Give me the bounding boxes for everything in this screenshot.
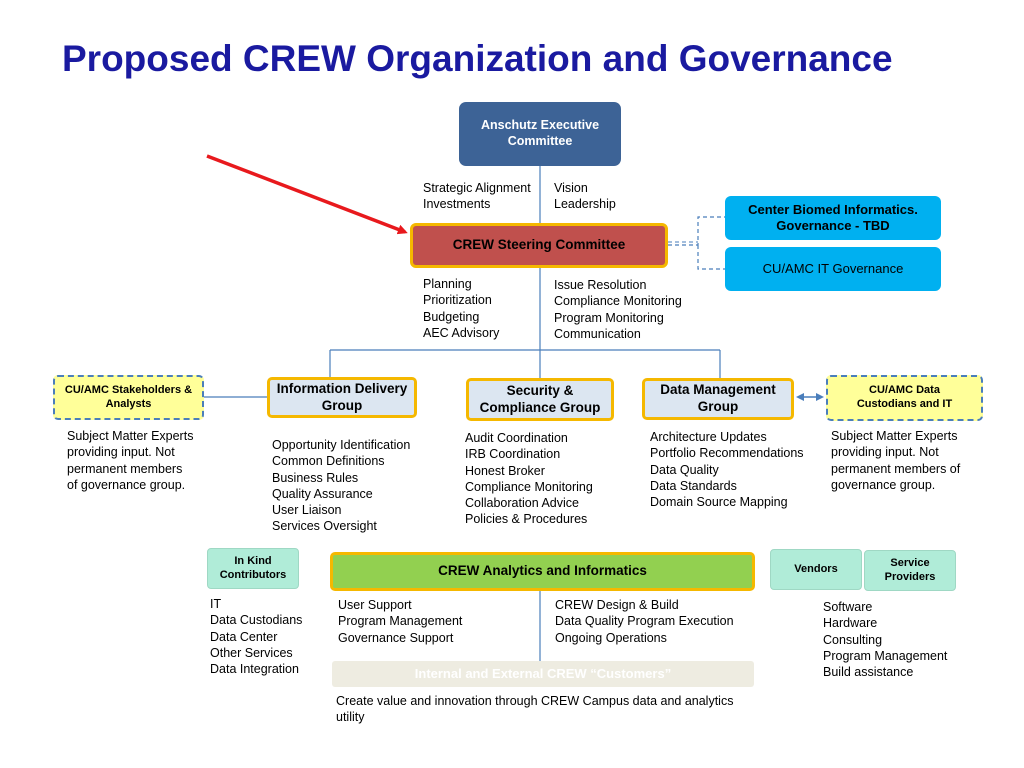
customers-label: Internal and External CREW “Customers” xyxy=(414,665,672,681)
steering-right-text: Issue Resolution Compliance Monitoring P… xyxy=(554,278,682,341)
steering-committee-label: CREW Steering Committee xyxy=(452,237,626,253)
data-management-text: Architecture Updates Portfolio Recommend… xyxy=(650,430,804,510)
analytics-right-text: CREW Design & Build Data Quality Program… xyxy=(555,598,734,645)
page-title: Proposed CREW Organization and Governanc… xyxy=(62,38,893,79)
information-delivery-box: Information Delivery Group xyxy=(267,377,417,418)
analytics-box: CREW Analytics and Informatics xyxy=(330,552,755,591)
analytics-label: CREW Analytics and Informatics xyxy=(438,563,647,579)
security-compliance-box: Security & Compliance Group xyxy=(466,378,614,421)
center-biomed-box: Center Biomed Informatics. Governance - … xyxy=(725,196,941,240)
security-compliance-label: Security & Compliance Group xyxy=(479,382,601,415)
exec-left-text: Strategic Alignment Investments xyxy=(423,181,531,212)
exec-right-text: Vision Leadership xyxy=(554,181,616,212)
stakeholders-box: CU/AMC Stakeholders & Analysts xyxy=(53,375,204,420)
custodians-text: Subject Matter Experts providing input. … xyxy=(831,429,961,492)
governance-dashed-lines xyxy=(668,216,725,270)
security-compliance-text: Audit Coordination IRB Coordination Hone… xyxy=(465,431,593,527)
it-governance-box: CU/AMC IT Governance xyxy=(725,247,941,291)
it-governance-label: CU/AMC IT Governance xyxy=(762,260,904,276)
in-kind-label: In Kind Contributors xyxy=(219,554,287,581)
in-kind-box: In Kind Contributors xyxy=(207,548,299,589)
information-delivery-text: Opportunity Identification Common Defini… xyxy=(272,438,411,534)
data-management-box: Data Management Group xyxy=(642,378,794,420)
vendors-label: Vendors xyxy=(794,562,838,575)
pointer-arrow xyxy=(206,154,408,235)
steering-left-text: Planning Prioritization Budgeting AEC Ad… xyxy=(423,277,500,340)
custodians-label: CU/AMC Data Custodians and IT xyxy=(856,384,953,410)
in-kind-text: IT Data Custodians Data Center Other Ser… xyxy=(210,597,303,677)
information-delivery-label: Information Delivery Group xyxy=(276,380,408,413)
custodians-box: CU/AMC Data Custodians and IT xyxy=(826,375,983,421)
vendors-box: Vendors xyxy=(770,549,862,590)
analytics-left-text: User Support Program Management Governan… xyxy=(338,598,463,645)
stakeholders-text: Subject Matter Experts providing input. … xyxy=(67,429,194,492)
stakeholders-label: CU/AMC Stakeholders & Analysts xyxy=(64,383,193,410)
service-providers-box: Service Providers xyxy=(864,550,956,591)
customers-box: Internal and External CREW “Customers” xyxy=(332,661,754,687)
vendors-text: Software Hardware Consulting Program Man… xyxy=(823,600,948,680)
customers-text: Create value and innovation through CREW… xyxy=(336,694,734,725)
data-management-label: Data Management Group xyxy=(660,382,776,414)
service-providers-label: Service Providers xyxy=(884,556,936,583)
steering-committee-box: CREW Steering Committee xyxy=(410,223,668,268)
center-biomed-label: Center Biomed Informatics. Governance - … xyxy=(748,201,918,233)
executive-committee-box: Anschutz Executive Committee xyxy=(459,102,621,166)
executive-committee-label: Anschutz Executive Committee xyxy=(480,118,600,148)
